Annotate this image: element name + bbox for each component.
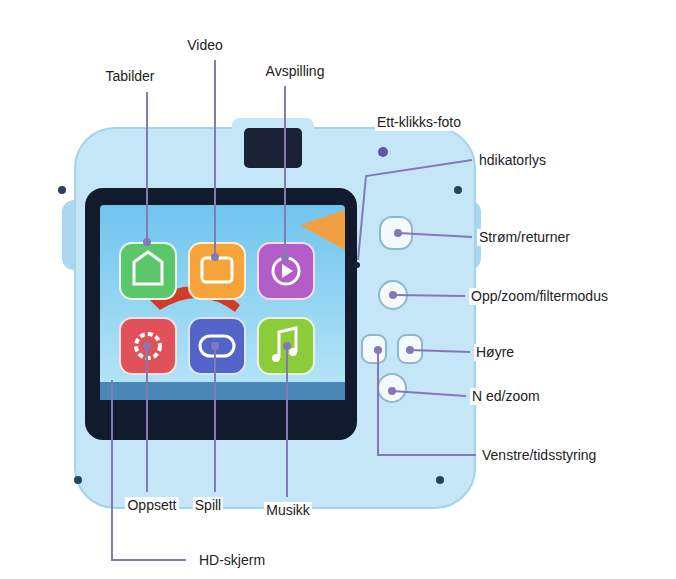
camera-body (58, 118, 481, 508)
leader-line (393, 295, 465, 296)
shutter-button (378, 147, 388, 157)
leader-line (392, 391, 466, 396)
part-label: hdikatorlys (477, 152, 548, 169)
leader-dot (388, 387, 396, 395)
part-label: Tabilder (103, 68, 156, 85)
leader-line (112, 380, 186, 560)
down-button (378, 374, 406, 402)
part-label: Venstre/tidsstyring (480, 447, 598, 464)
part-label: Høyre (474, 344, 516, 361)
part-label: HD-skjerm (197, 552, 267, 569)
leader-dot (283, 342, 291, 350)
left-button (362, 335, 386, 363)
icon-glyph (200, 336, 234, 356)
icon-glyph (272, 354, 280, 362)
part-label: Opp/zoom/filtermodus (469, 288, 610, 305)
icon-glyph (273, 258, 299, 284)
housing (75, 128, 475, 508)
leader-line (146, 346, 148, 492)
control-buttons (354, 217, 422, 402)
indicator-light (354, 262, 360, 268)
photo-icon (120, 243, 176, 299)
leader-line (410, 350, 470, 352)
leader-dot (143, 238, 151, 246)
leader-lines (112, 60, 476, 560)
part-label: Ett-klikks-foto (375, 114, 463, 131)
part-label: Oppsett (125, 497, 178, 514)
hd-screen (85, 188, 357, 440)
game-icon (189, 318, 245, 374)
icon-glyph (202, 258, 232, 282)
leader-dot (211, 342, 219, 350)
right-button (398, 335, 422, 363)
leader-dot (143, 342, 151, 350)
leader-dot (374, 346, 382, 354)
leader-dot (281, 253, 289, 261)
leader-dot (389, 291, 397, 299)
screw (58, 186, 66, 194)
screw (454, 186, 462, 194)
app-icons (120, 243, 314, 374)
screen-display (100, 205, 345, 400)
leader-dots (143, 229, 414, 395)
icon-glyph (134, 252, 162, 284)
part-label: Spill (193, 497, 223, 514)
leader-dot (394, 229, 402, 237)
leader-line (378, 352, 476, 455)
part-label: Avspilling (264, 63, 327, 80)
leader-line (358, 160, 472, 260)
leader-line (284, 86, 286, 255)
screw (436, 476, 444, 484)
part-label: Musikk (264, 502, 312, 519)
leader-dot (211, 253, 219, 261)
video-icon (189, 243, 245, 299)
icon-glyph (289, 348, 297, 356)
part-label: Video (185, 37, 225, 54)
leader-line (286, 346, 288, 497)
screen-footer (100, 382, 345, 400)
viewfinder (244, 128, 302, 168)
leader-line (398, 233, 472, 237)
part-label: Strøm/returner (477, 229, 572, 246)
leader-dot (406, 346, 414, 354)
icon-glyph (282, 264, 293, 278)
leader-line (214, 60, 216, 255)
leader-line (214, 346, 216, 492)
screen-bezel (85, 188, 357, 440)
part-label: N ed/zoom (470, 388, 542, 405)
leader-line (146, 92, 148, 240)
screw (74, 476, 82, 484)
viewfinder-hump (232, 118, 314, 178)
